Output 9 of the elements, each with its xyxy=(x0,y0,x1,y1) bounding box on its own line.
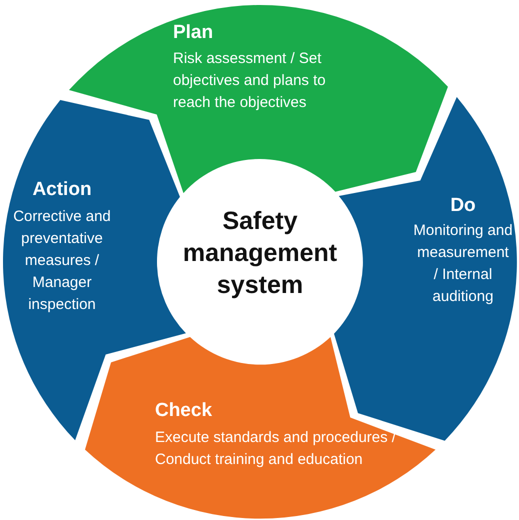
center-title: Safety management system xyxy=(160,205,360,301)
segment-heading: Action xyxy=(31,178,93,201)
segment-heading: Check xyxy=(154,400,214,422)
segment-heading: Do xyxy=(449,194,477,217)
check-arrow-segment xyxy=(84,337,436,519)
segment-description: Corrective and preventative measures / Manager inspection xyxy=(12,206,112,315)
segment-description: Risk assessment / Set objectives and plans to reach the objectives xyxy=(172,48,327,113)
segment-description: Monitoring and measurement / Internal auditiong xyxy=(412,220,513,307)
segment-heading: Plan xyxy=(172,22,214,44)
